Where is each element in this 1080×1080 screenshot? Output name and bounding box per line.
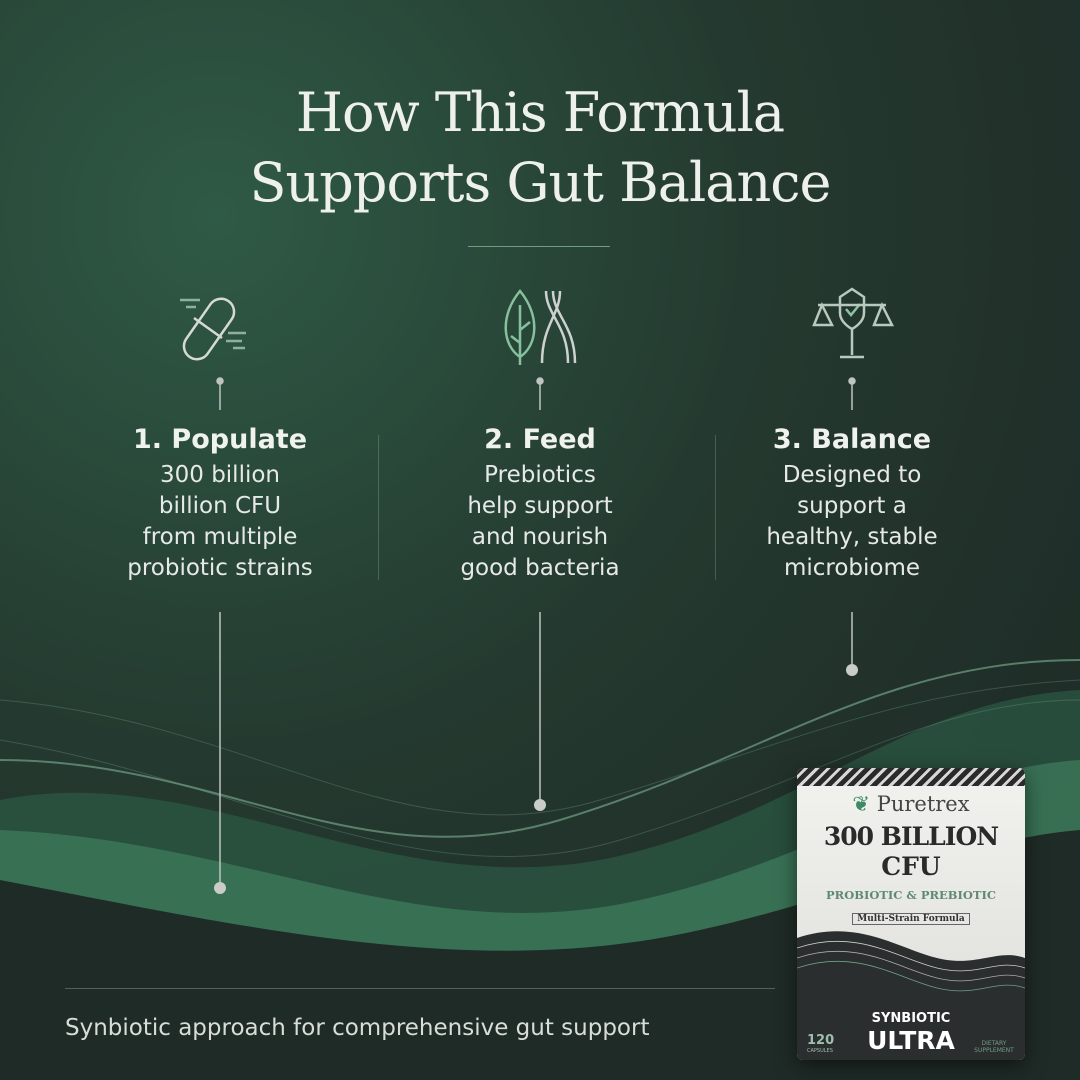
page-title: How This Formula Supports Gut Balance [249, 81, 832, 214]
brand-logo: ❦ Puretrex [852, 792, 970, 816]
title-divider [468, 246, 610, 247]
package-wave-art [797, 931, 1025, 1060]
capsule-icon [180, 297, 246, 361]
leaf-dna-icon [504, 289, 577, 365]
shield-scale-icon [812, 287, 895, 359]
connector-dot-3 [846, 664, 858, 676]
connector-dot-2 [534, 799, 546, 811]
footer-tagline: Synbiotic approach for comprehensive gut… [65, 1015, 650, 1041]
column-divider [378, 435, 379, 580]
column-divider [715, 435, 716, 580]
footer-divider [65, 988, 775, 989]
connector-dot-1 [214, 882, 226, 894]
product-package: ❦ Puretrex 300 BILLION CFU PROBIOTIC & P… [797, 768, 1025, 1060]
